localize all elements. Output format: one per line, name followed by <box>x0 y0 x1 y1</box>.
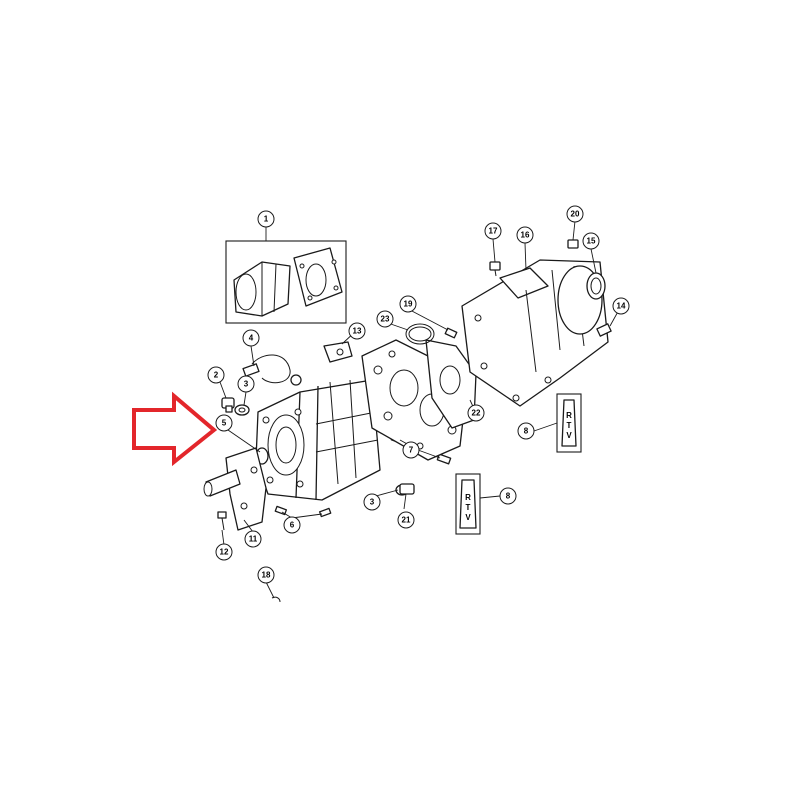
callout-3-upper: 3 <box>244 380 249 389</box>
rtv-lower-t: T <box>466 503 471 512</box>
callout-6: 6 <box>290 521 295 530</box>
part-13-bracket <box>323 341 353 363</box>
part-5-front-housing <box>255 379 381 501</box>
callout-7: 7 <box>409 446 414 455</box>
rtv-lower-v: V <box>465 513 471 522</box>
part-19-bolt <box>444 327 458 339</box>
part-6-dowels <box>274 505 332 518</box>
part-17-fitting <box>489 261 501 277</box>
callout-4: 4 <box>249 334 254 343</box>
callout-20: 20 <box>571 210 580 219</box>
part-20-fitting <box>567 239 579 249</box>
callout-11: 11 <box>249 535 258 544</box>
part-14-breather <box>596 323 612 337</box>
part-11-bearing-retainer <box>203 447 267 531</box>
callout-21: 21 <box>402 516 411 525</box>
leader-lines <box>219 220 621 599</box>
callout-8-upper: 8 <box>524 427 529 436</box>
rtv-upper-r: R <box>566 411 572 420</box>
callout-2: 2 <box>214 371 219 380</box>
callout-13: 13 <box>353 327 362 336</box>
callout-18: 18 <box>262 571 271 580</box>
callouts: 1 2 3 4 5 6 7 8 8 11 12 13 14 15 16 17 1… <box>207 205 630 584</box>
inset-box-part-1 <box>225 240 347 324</box>
rtv-box-lower <box>455 473 481 535</box>
part-16-extension-housing <box>461 259 609 407</box>
callout-1: 1 <box>264 215 269 224</box>
part-15-seal <box>586 272 606 300</box>
part-22-gasket <box>425 339 477 429</box>
callout-5: 5 <box>222 419 227 428</box>
callout-19: 19 <box>404 300 413 309</box>
part-3-washer-upper <box>234 404 250 416</box>
arrow-right-outline-icon <box>132 391 218 467</box>
callout-12: 12 <box>220 548 229 557</box>
inset-housing-illustration <box>233 247 343 317</box>
rtv-upper-v: V <box>566 431 572 440</box>
part-12-bolt <box>217 511 227 531</box>
callout-8-lower: 8 <box>506 492 511 501</box>
rtv-lower-r: R <box>465 493 471 502</box>
callout-16: 16 <box>521 231 530 240</box>
callout-23: 23 <box>381 315 390 324</box>
part-21-drain-plug <box>399 483 415 495</box>
part-4-sensor <box>242 354 302 386</box>
callout-17: 17 <box>489 227 498 236</box>
callout-14: 14 <box>617 302 626 311</box>
callout-15: 15 <box>587 237 596 246</box>
callout-22: 22 <box>472 409 481 418</box>
callout-3-lower: 3 <box>370 498 375 507</box>
part-2-plug <box>221 397 235 413</box>
rtv-upper-t: T <box>567 421 572 430</box>
rtv-tube-lower <box>459 479 477 529</box>
part-18-screw <box>271 596 281 603</box>
part-23-snap-ring <box>405 323 435 345</box>
rtv-tube-upper <box>561 399 577 447</box>
